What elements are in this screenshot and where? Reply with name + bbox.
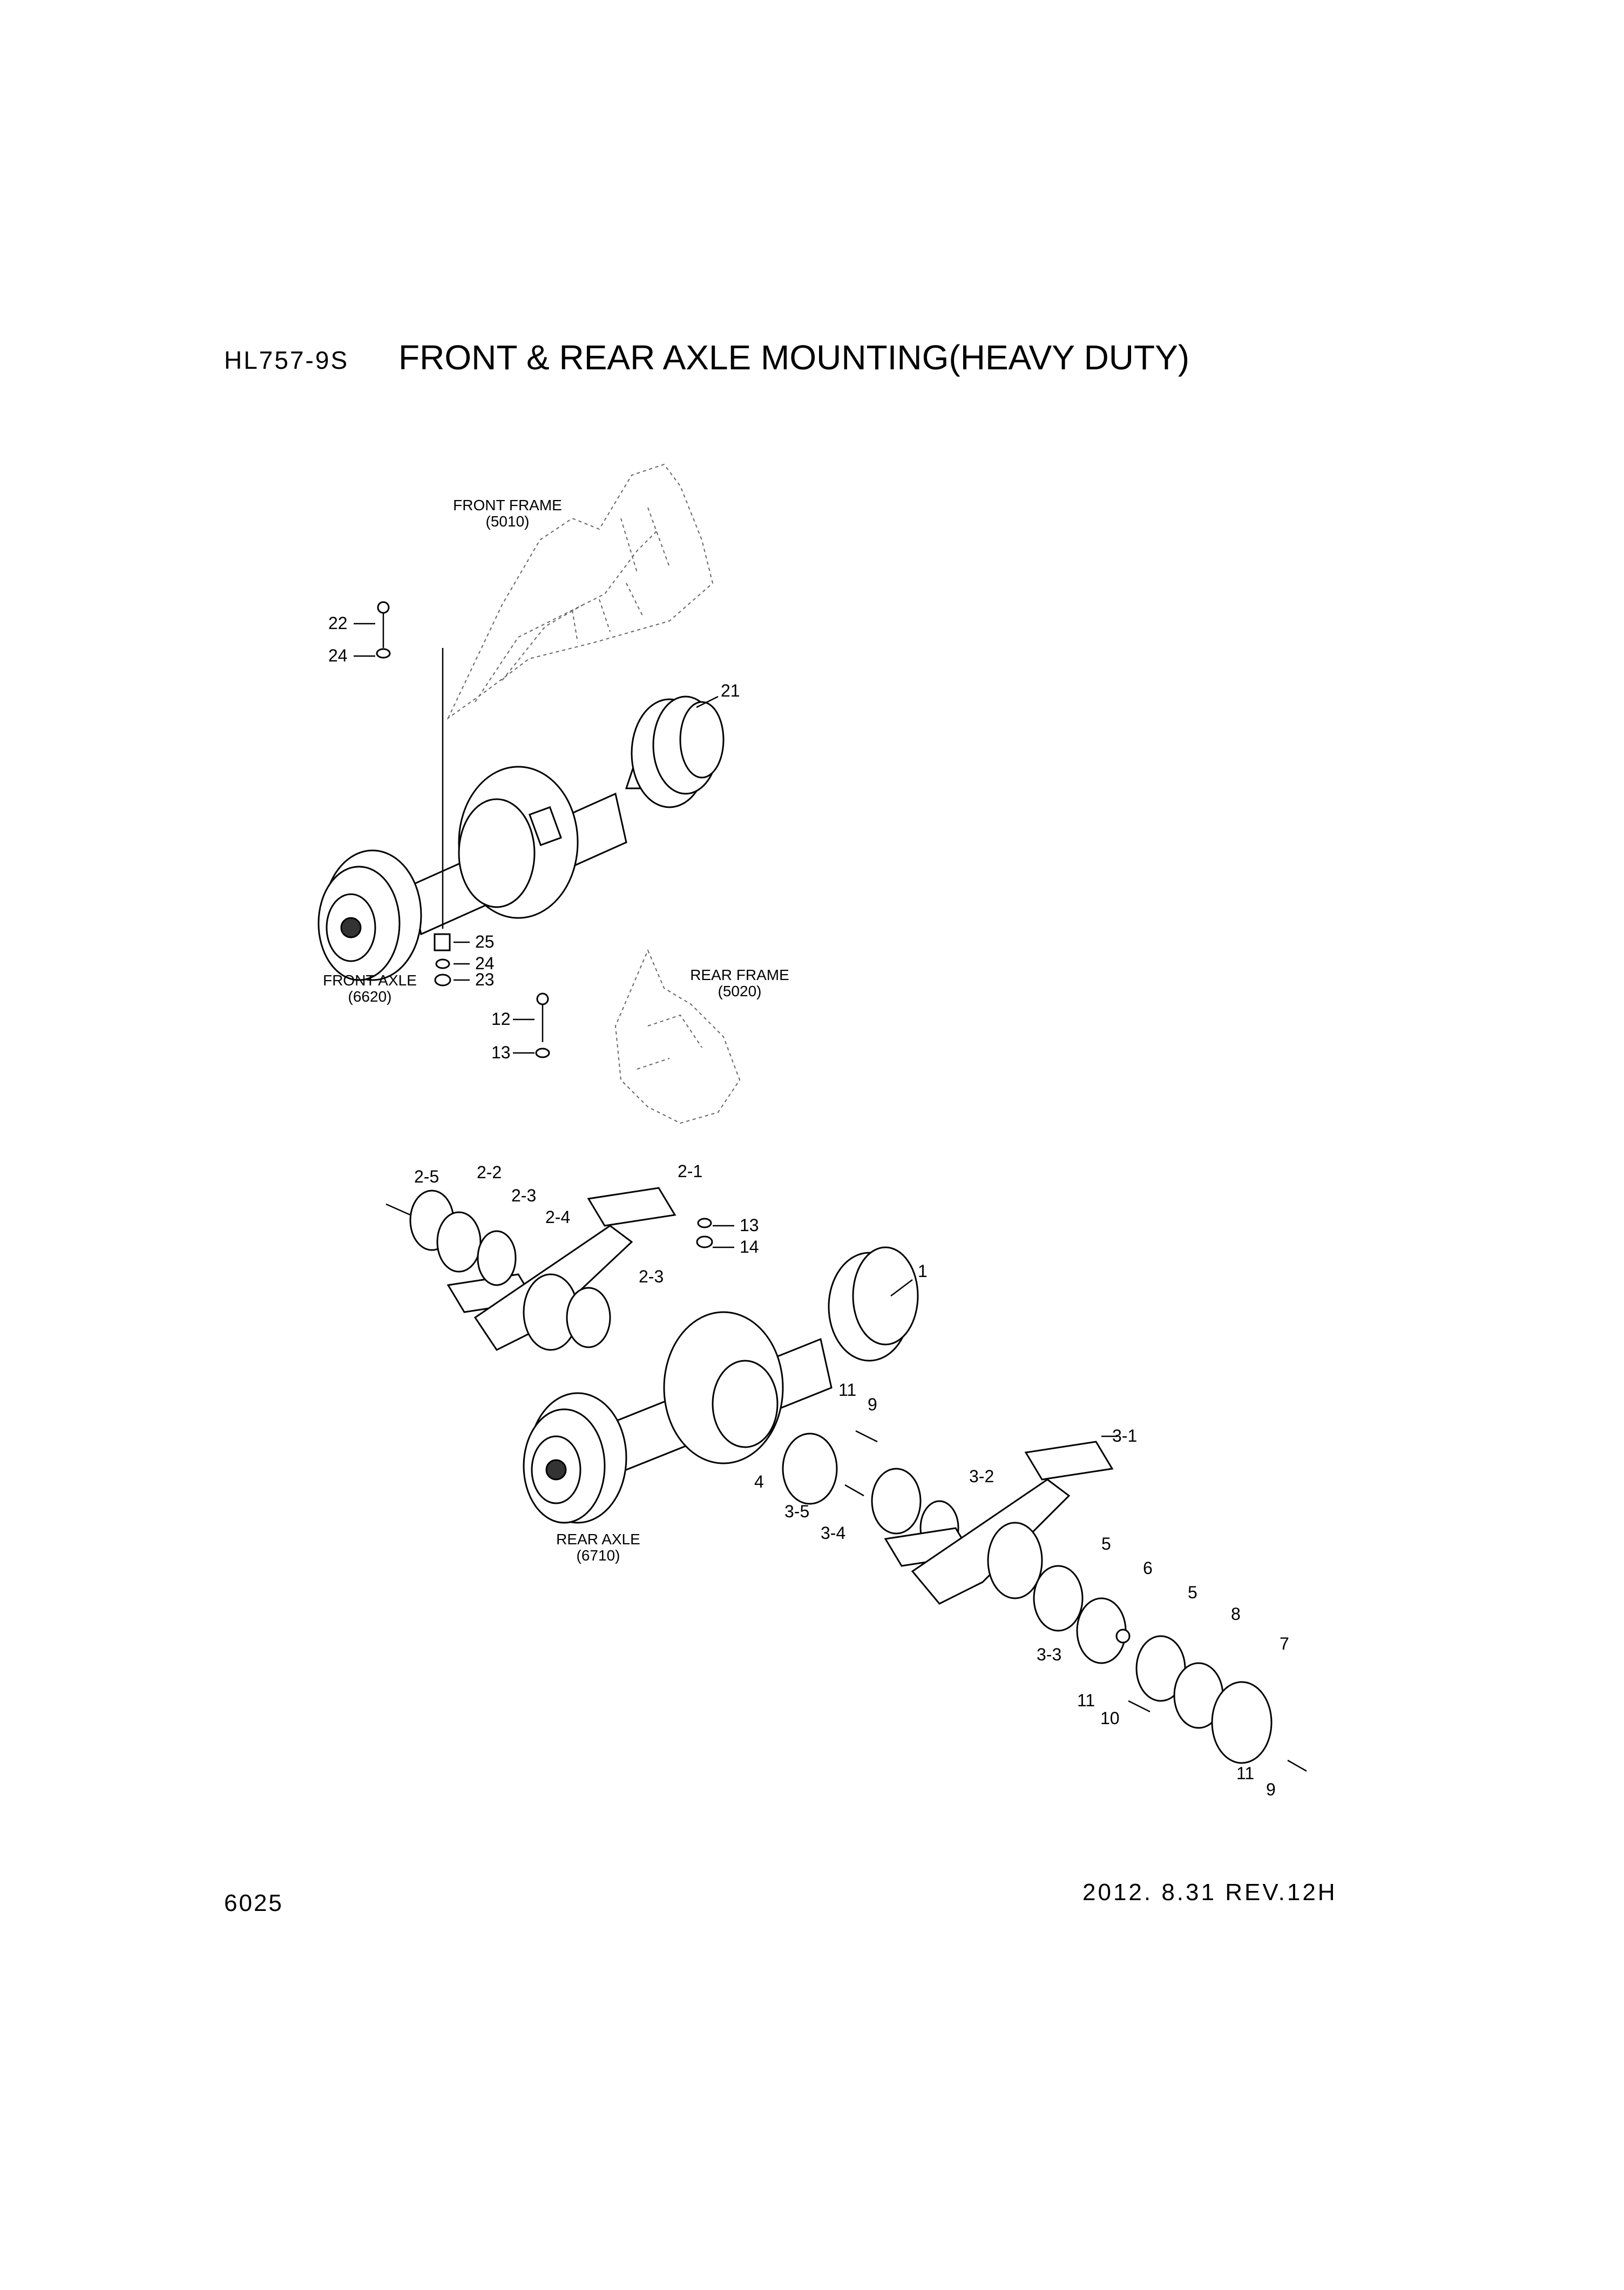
callout-25: 25 bbox=[475, 932, 495, 951]
callout-2-1: 2-1 bbox=[678, 1161, 702, 1181]
callout-13: 13 bbox=[740, 1215, 759, 1235]
callout-23: 23 bbox=[475, 970, 495, 989]
bolt-22 bbox=[377, 601, 390, 648]
callout-5: 5 bbox=[1101, 1534, 1111, 1553]
callout-10: 10 bbox=[1100, 1708, 1120, 1728]
callout-4: 4 bbox=[754, 1472, 764, 1491]
callout-2-4: 2-4 bbox=[545, 1207, 570, 1227]
callout-3-4: 3-4 bbox=[821, 1523, 845, 1543]
callout-5: 5 bbox=[1188, 1583, 1197, 1602]
nut-14 bbox=[696, 1235, 713, 1248]
callout-leaders bbox=[354, 623, 1118, 1437]
callout-11: 11 bbox=[1236, 1764, 1254, 1783]
callout-2-5: 2-5 bbox=[414, 1167, 439, 1186]
callout-24: 24 bbox=[328, 646, 348, 665]
callout-3-1: 3-1 bbox=[1112, 1426, 1137, 1445]
callout-3-3: 3-3 bbox=[1037, 1645, 1061, 1664]
bolt-9-upper bbox=[855, 1430, 878, 1443]
callout-2-3: 2-3 bbox=[511, 1186, 536, 1205]
callout-1: 1 bbox=[918, 1261, 928, 1281]
svg-text:(5020): (5020) bbox=[718, 983, 762, 999]
rear-axle-label: REAR AXLE (6710) bbox=[556, 1531, 640, 1564]
callout-12: 12 bbox=[491, 1009, 511, 1029]
washer-24-upper bbox=[376, 648, 391, 659]
front-frame-outline bbox=[446, 463, 714, 720]
callout-13: 13 bbox=[491, 1043, 511, 1062]
callout-24: 24 bbox=[475, 954, 495, 973]
callout-22: 22 bbox=[328, 613, 348, 633]
rear-mount-bracket bbox=[409, 1187, 676, 1351]
callout-labels: 22 24 21 25 24 23 12 13 2-5 2-2 2-3 2-4 … bbox=[328, 613, 1289, 1799]
callout-7: 7 bbox=[1280, 1634, 1289, 1653]
washer-13-lower bbox=[697, 1218, 712, 1228]
rear-frame-outline bbox=[614, 949, 741, 1124]
bolt-2-5 bbox=[385, 1203, 411, 1216]
washer-24-lower bbox=[435, 958, 450, 969]
revision-date: 2012. 8.31 REV.12H bbox=[1082, 1879, 1337, 1906]
washer-13-upper bbox=[535, 1048, 550, 1058]
callout-9: 9 bbox=[1266, 1780, 1276, 1799]
callout-11: 11 bbox=[838, 1380, 856, 1400]
callout-2-2: 2-2 bbox=[477, 1163, 502, 1182]
page-title: FRONT & REAR AXLE MOUNTING(HEAVY DUTY) bbox=[398, 338, 1190, 377]
callout-6: 6 bbox=[1143, 1558, 1153, 1578]
page-number: 6025 bbox=[224, 1890, 283, 1916]
bolt-3-5 bbox=[844, 1484, 864, 1497]
callout-9: 9 bbox=[868, 1395, 877, 1414]
callout-2-3: 2-3 bbox=[639, 1267, 664, 1286]
callout-11: 11 bbox=[1077, 1691, 1095, 1710]
rear-axle-assembly bbox=[523, 1246, 919, 1524]
front-axle-label: FRONT AXLE (6620) bbox=[323, 972, 417, 1005]
nut-23 bbox=[434, 974, 451, 987]
model-code: HL757-9S bbox=[224, 346, 349, 374]
svg-text:REAR AXLE: REAR AXLE bbox=[556, 1531, 640, 1548]
svg-text:FRONT AXLE: FRONT AXLE bbox=[323, 972, 417, 989]
callout-3-2: 3-2 bbox=[969, 1467, 994, 1486]
callout-8: 8 bbox=[1231, 1604, 1241, 1624]
svg-text:REAR FRAME: REAR FRAME bbox=[690, 967, 789, 983]
callout-21: 21 bbox=[721, 681, 740, 700]
front-axle-assembly bbox=[317, 648, 725, 981]
svg-text:(6710): (6710) bbox=[577, 1547, 620, 1564]
svg-text:(6620): (6620) bbox=[348, 988, 392, 1005]
bolt-12 bbox=[536, 992, 549, 1042]
callout-14: 14 bbox=[740, 1237, 759, 1257]
callout-3-5: 3-5 bbox=[784, 1502, 809, 1521]
rear-frame-label: REAR FRAME (5020) bbox=[690, 967, 789, 999]
svg-text:FRONT FRAME: FRONT FRAME bbox=[453, 497, 562, 514]
svg-text:(5010): (5010) bbox=[486, 513, 530, 530]
front-frame-label: FRONT FRAME (5010) bbox=[453, 497, 562, 530]
spacer-25 bbox=[434, 933, 451, 951]
rear-support-parts bbox=[782, 1433, 1307, 1772]
